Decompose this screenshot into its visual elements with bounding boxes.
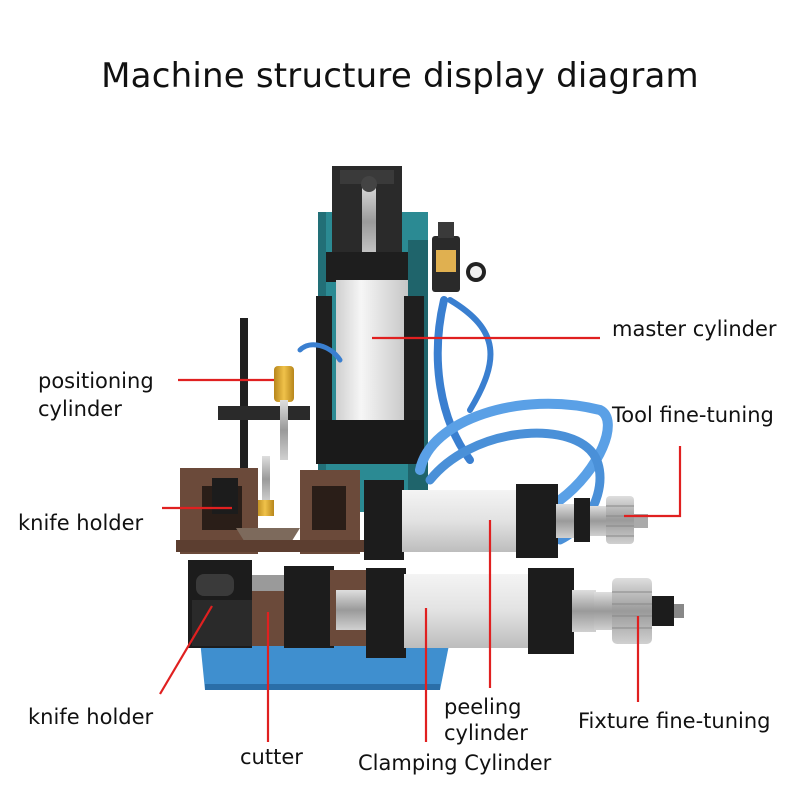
label-knife-holder-upper: knife holder <box>18 511 144 535</box>
clamping-cylinder <box>336 568 596 658</box>
tool-fine-tuning-knob <box>590 496 648 544</box>
top-plate <box>332 166 402 262</box>
knife-holder-upper <box>176 468 366 554</box>
label-cutter: cutter <box>240 745 303 769</box>
air-regulator <box>432 222 486 292</box>
air-hoses <box>297 296 613 545</box>
knife-holder-lower <box>188 560 252 648</box>
label-positioning-line1: positioning <box>38 369 154 393</box>
peeling-cylinder <box>364 480 590 560</box>
leader-knife-holder-lower <box>159 605 213 695</box>
label-knife-holder-lower: knife holder <box>28 705 154 729</box>
label-peeling-line2: cylinder <box>444 721 528 745</box>
fixture-fine-tuning-knob <box>594 578 684 644</box>
label-master-cylinder: master cylinder <box>612 317 777 341</box>
diagram-title: Machine structure display diagram <box>101 56 699 96</box>
master-cylinder <box>316 252 424 464</box>
leader-lines <box>159 336 682 742</box>
label-clamping-cylinder: Clamping Cylinder <box>358 751 552 775</box>
label-peeling-line1: peeling <box>444 695 522 719</box>
leader-tool-fine-tuning <box>624 446 682 518</box>
label-positioning-line2: cylinder <box>38 397 122 421</box>
label-fixture-fine-tuning: Fixture fine-tuning <box>578 709 771 733</box>
label-tool-fine-tuning: Tool fine-tuning <box>612 403 774 427</box>
positioning-cylinder <box>218 318 310 516</box>
